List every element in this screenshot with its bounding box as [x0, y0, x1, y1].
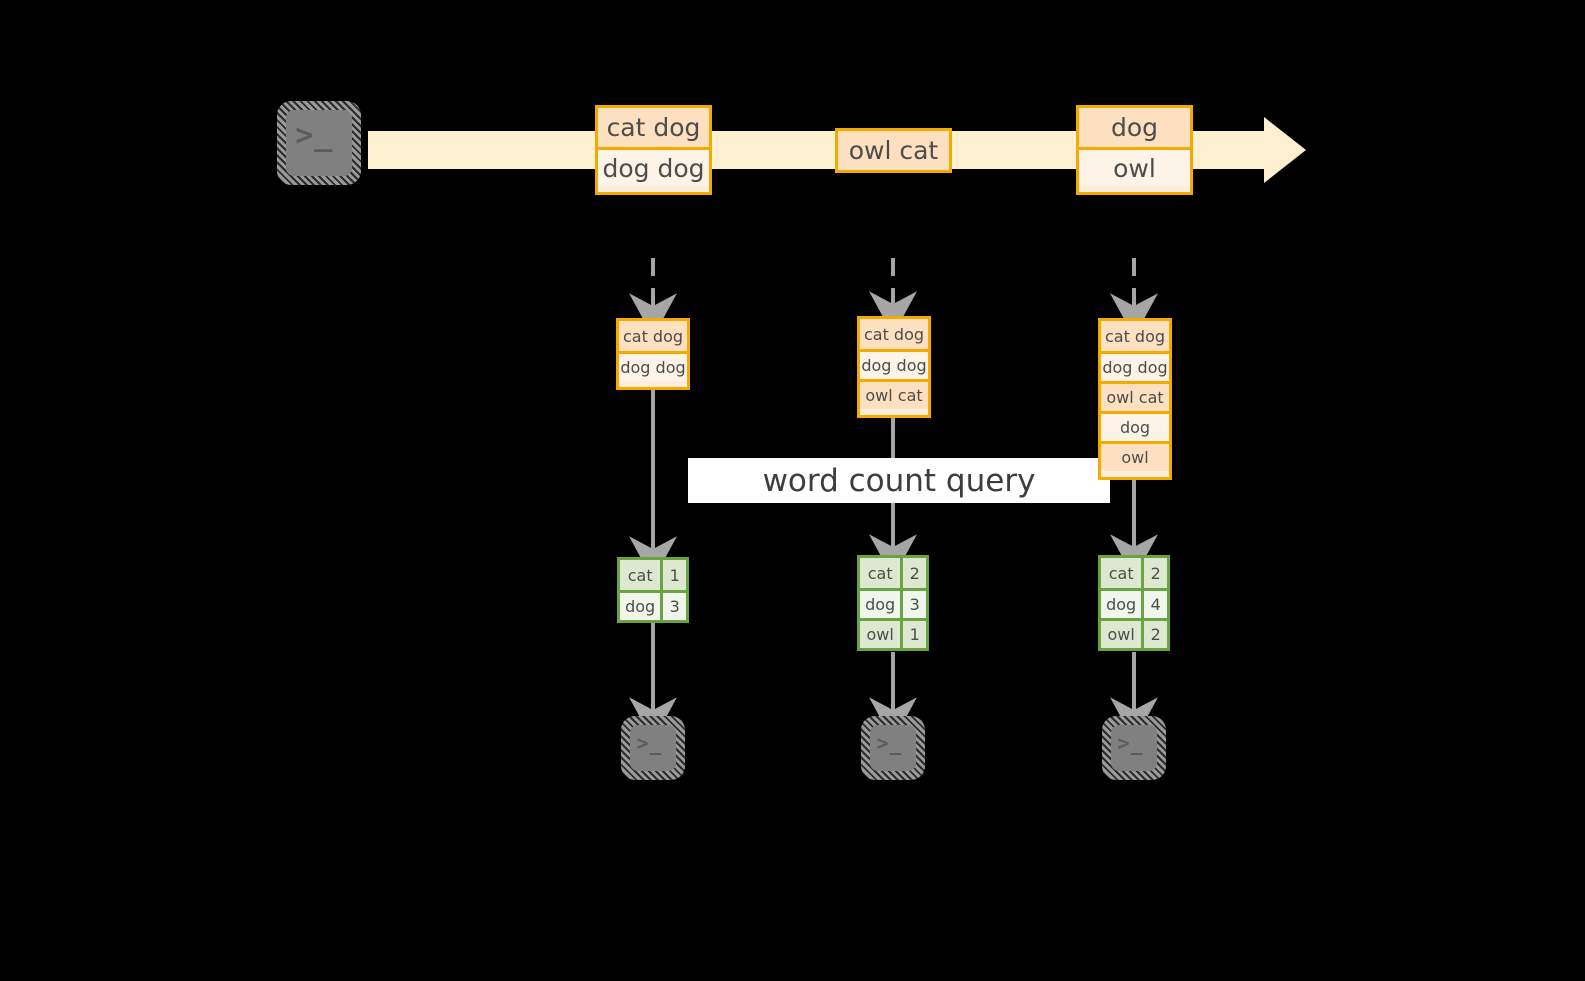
snapshot-record-line: owl cat [860, 379, 928, 409]
query-label-banner: word count query [688, 458, 1110, 503]
snapshot-3-result-table[interactable]: cat 2 dog 4 owl 2 [1098, 555, 1170, 651]
terminal-prompt-icon: >_ [1117, 731, 1144, 756]
terminal-face [286, 110, 352, 176]
result-word: dog [860, 591, 901, 618]
snapshot-1-result-table[interactable]: cat 1 dog 3 [617, 557, 689, 623]
stream-record-2[interactable]: owl cat [835, 128, 952, 173]
snapshot-2-records[interactable]: cat dog dog dog owl cat [857, 316, 931, 418]
snapshot-1-records[interactable]: cat dog dog dog [616, 318, 690, 390]
result-word: owl [1101, 621, 1142, 648]
result-count: 3 [900, 591, 926, 618]
snapshot-record-line: dog [1101, 411, 1169, 441]
table-row: cat 2 [1101, 558, 1167, 588]
snapshot-record-line: dog dog [619, 351, 687, 381]
result-word: dog [620, 593, 661, 620]
stream-record-1[interactable]: cat dog dog dog [595, 105, 712, 195]
stream-record-line: owl cat [838, 131, 949, 170]
table-row: dog 3 [620, 590, 686, 620]
snapshot-3-sink-terminal[interactable]: >_ [1102, 716, 1166, 780]
snapshot-record-line: dog dog [1101, 351, 1169, 381]
snapshot-2-sink-terminal[interactable]: >_ [861, 716, 925, 780]
snapshot-record-line: owl [1101, 441, 1169, 471]
stream-record-line: cat dog [598, 108, 709, 147]
result-word: owl [860, 621, 901, 648]
snapshot-record-line: cat dog [860, 319, 928, 349]
table-row: cat 1 [620, 560, 686, 590]
terminal-prompt-icon: >_ [876, 731, 903, 756]
snapshot-3-records[interactable]: cat dog dog dog owl cat dog owl [1098, 318, 1172, 480]
table-row: dog 4 [1101, 588, 1167, 618]
result-word: cat [860, 558, 901, 588]
result-count: 4 [1141, 591, 1167, 618]
stream-record-line: dog [1079, 108, 1190, 147]
result-count: 2 [900, 558, 926, 588]
snapshot-record-line: owl cat [1101, 381, 1169, 411]
result-count: 2 [1141, 621, 1167, 648]
source-terminal[interactable]: >_ [277, 101, 361, 185]
result-count: 2 [1141, 558, 1167, 588]
table-row: owl 1 [860, 618, 926, 648]
result-count: 3 [660, 593, 686, 620]
stream-ribbon-arrowhead [1264, 117, 1306, 183]
snapshot-record-line: cat dog [1101, 321, 1169, 351]
stream-record-line: owl [1079, 147, 1190, 186]
snapshot-record-line: cat dog [619, 321, 687, 351]
snapshot-record-line: dog dog [860, 349, 928, 379]
result-count: 1 [900, 621, 926, 648]
stream-record-3[interactable]: dog owl [1076, 105, 1193, 195]
result-count: 1 [660, 560, 686, 590]
table-row: cat 2 [860, 558, 926, 588]
snapshot-2-result-table[interactable]: cat 2 dog 3 owl 1 [857, 555, 929, 651]
query-label-text: word count query [762, 462, 1036, 499]
table-row: dog 3 [860, 588, 926, 618]
result-word: cat [1101, 558, 1142, 588]
snapshot-1-sink-terminal[interactable]: >_ [621, 716, 685, 780]
stream-record-line: dog dog [598, 147, 709, 186]
table-row: owl 2 [1101, 618, 1167, 648]
result-word: cat [620, 560, 661, 590]
result-word: dog [1101, 591, 1142, 618]
terminal-prompt-icon: >_ [295, 117, 334, 153]
terminal-prompt-icon: >_ [636, 731, 663, 756]
